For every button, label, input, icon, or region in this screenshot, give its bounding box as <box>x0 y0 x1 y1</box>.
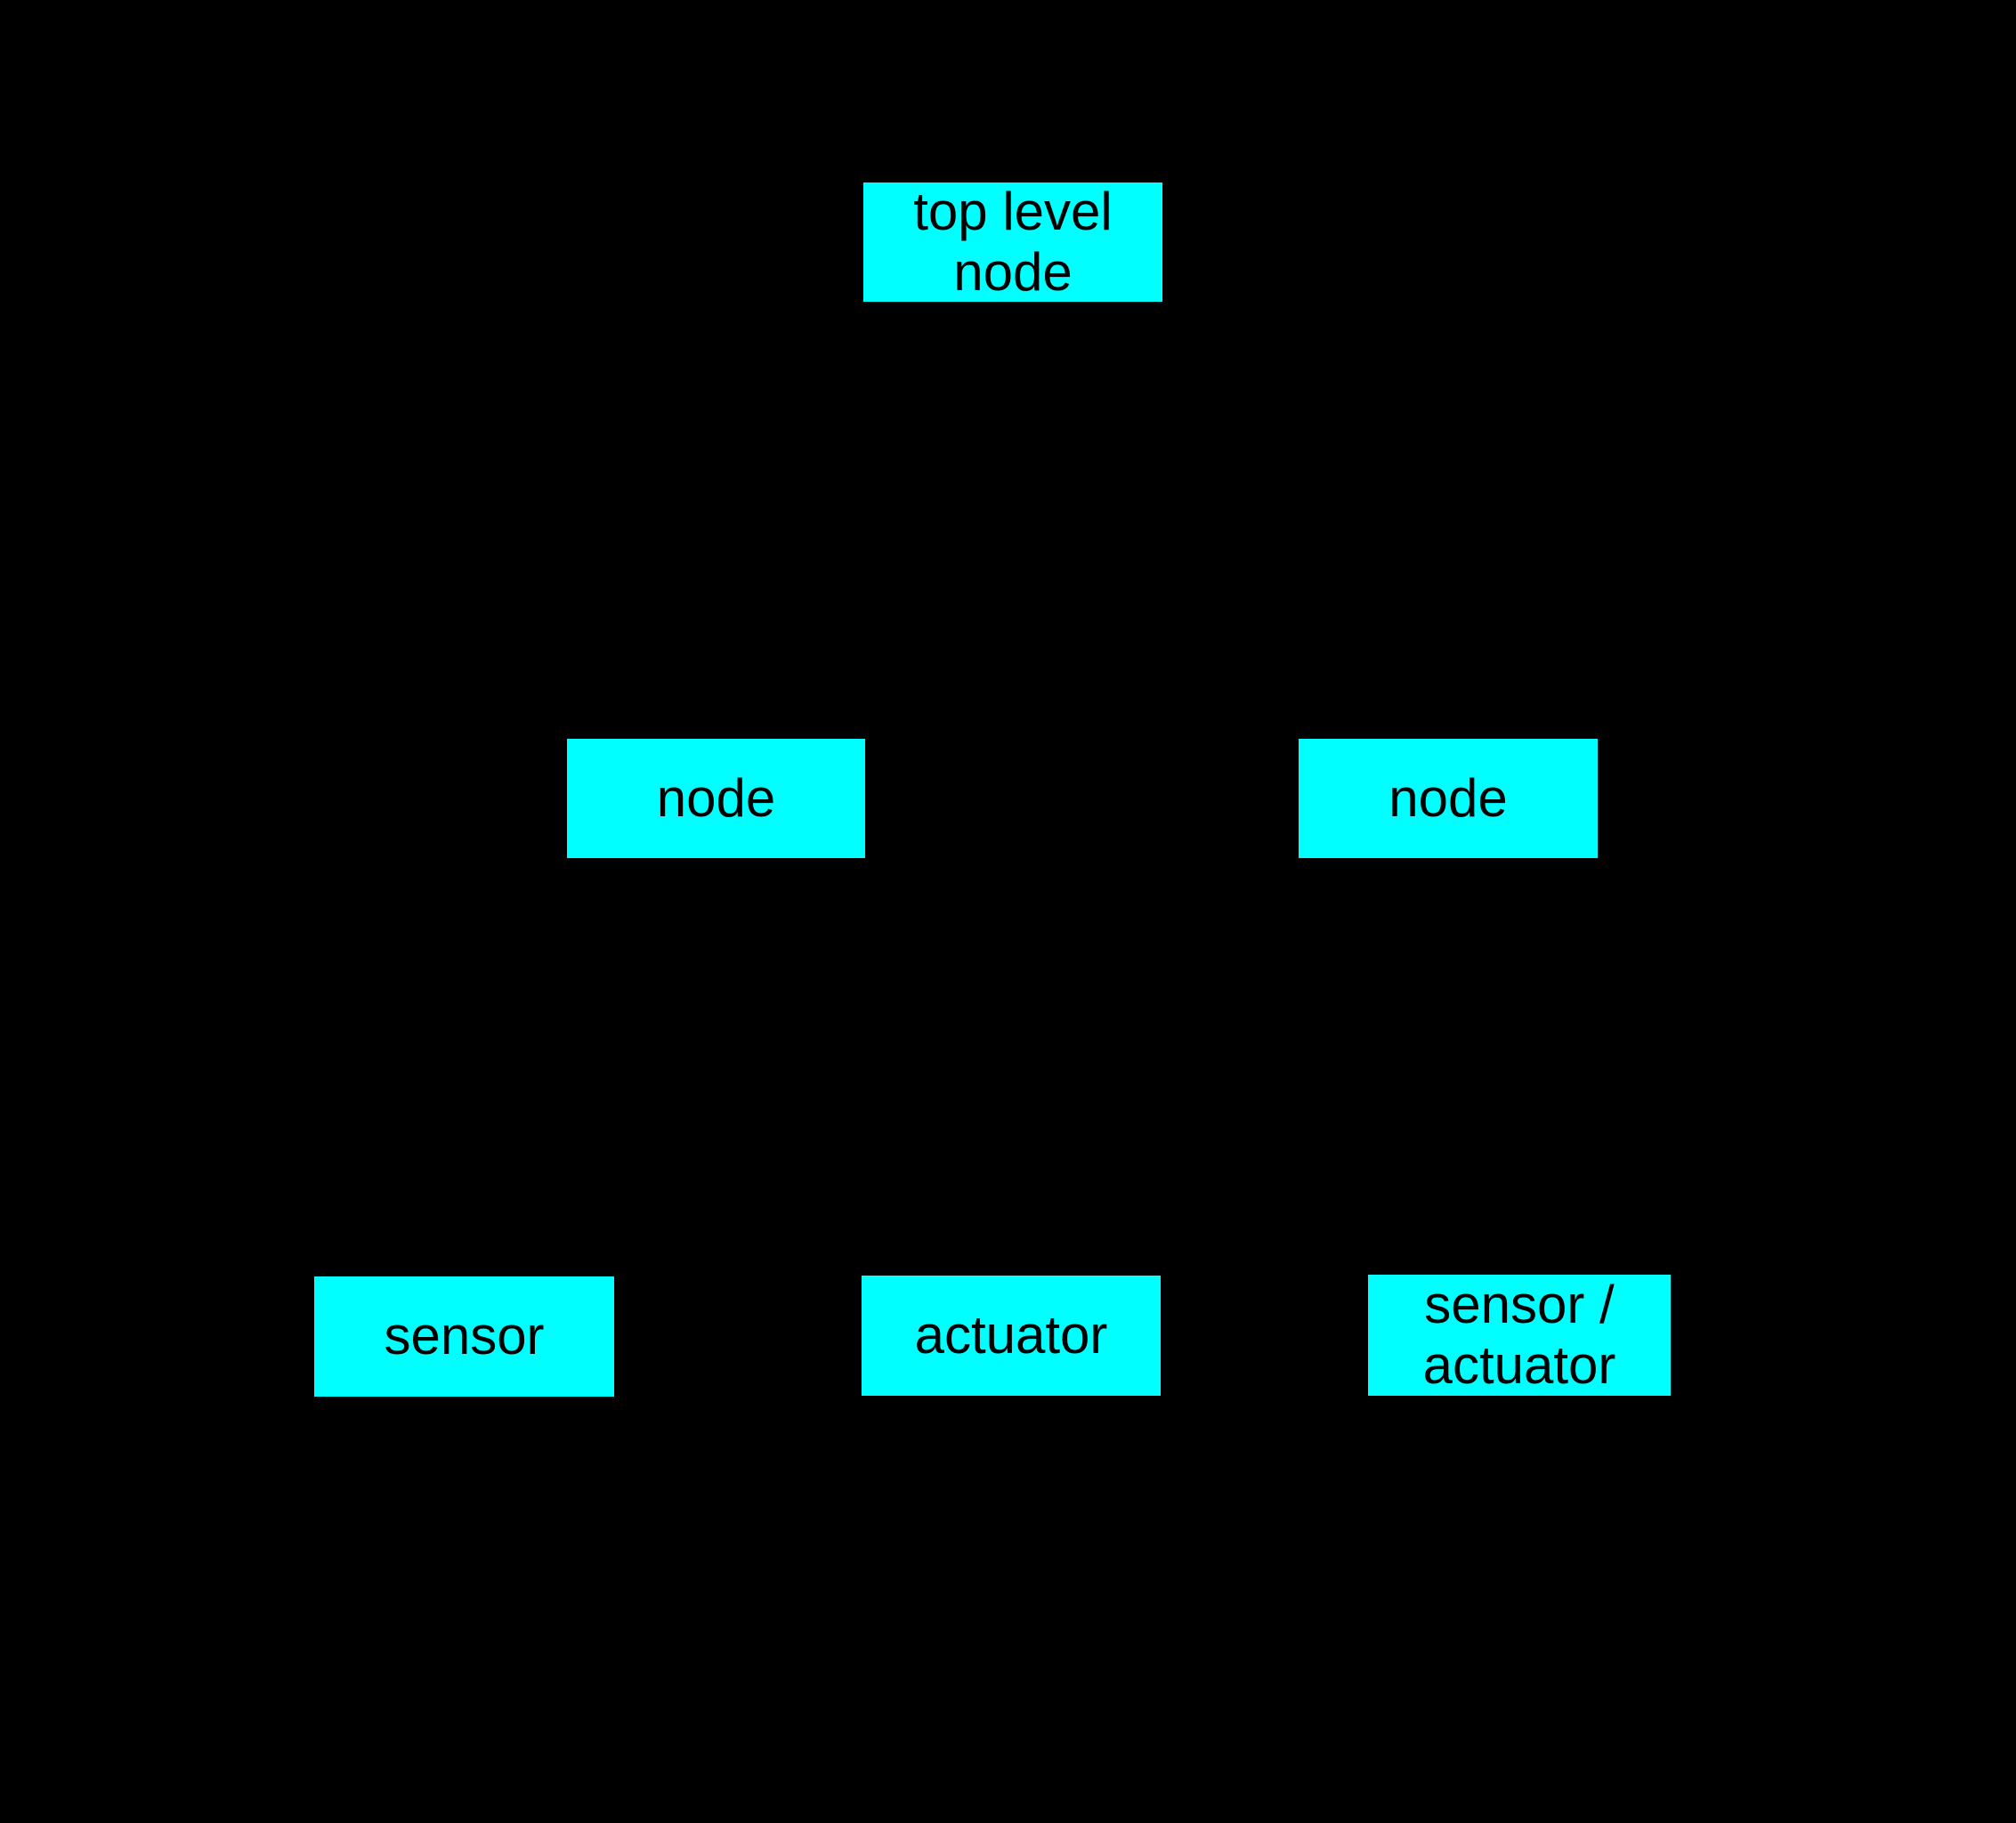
node-top-level-label: top level node <box>913 181 1113 302</box>
node-right-label: node <box>1389 767 1508 828</box>
node-left: node <box>567 739 865 858</box>
node-actuator: actuator <box>862 1276 1161 1396</box>
node-right: node <box>1299 739 1598 858</box>
node-sensor-actuator-label: sensor / actuator <box>1422 1274 1616 1395</box>
node-actuator-label: actuator <box>914 1305 1108 1365</box>
node-left-label: node <box>656 767 776 828</box>
node-top-level: top level node <box>863 182 1162 302</box>
node-sensor: sensor <box>314 1276 614 1397</box>
node-sensor-label: sensor <box>384 1306 545 1366</box>
node-sensor-actuator: sensor / actuator <box>1368 1275 1671 1396</box>
